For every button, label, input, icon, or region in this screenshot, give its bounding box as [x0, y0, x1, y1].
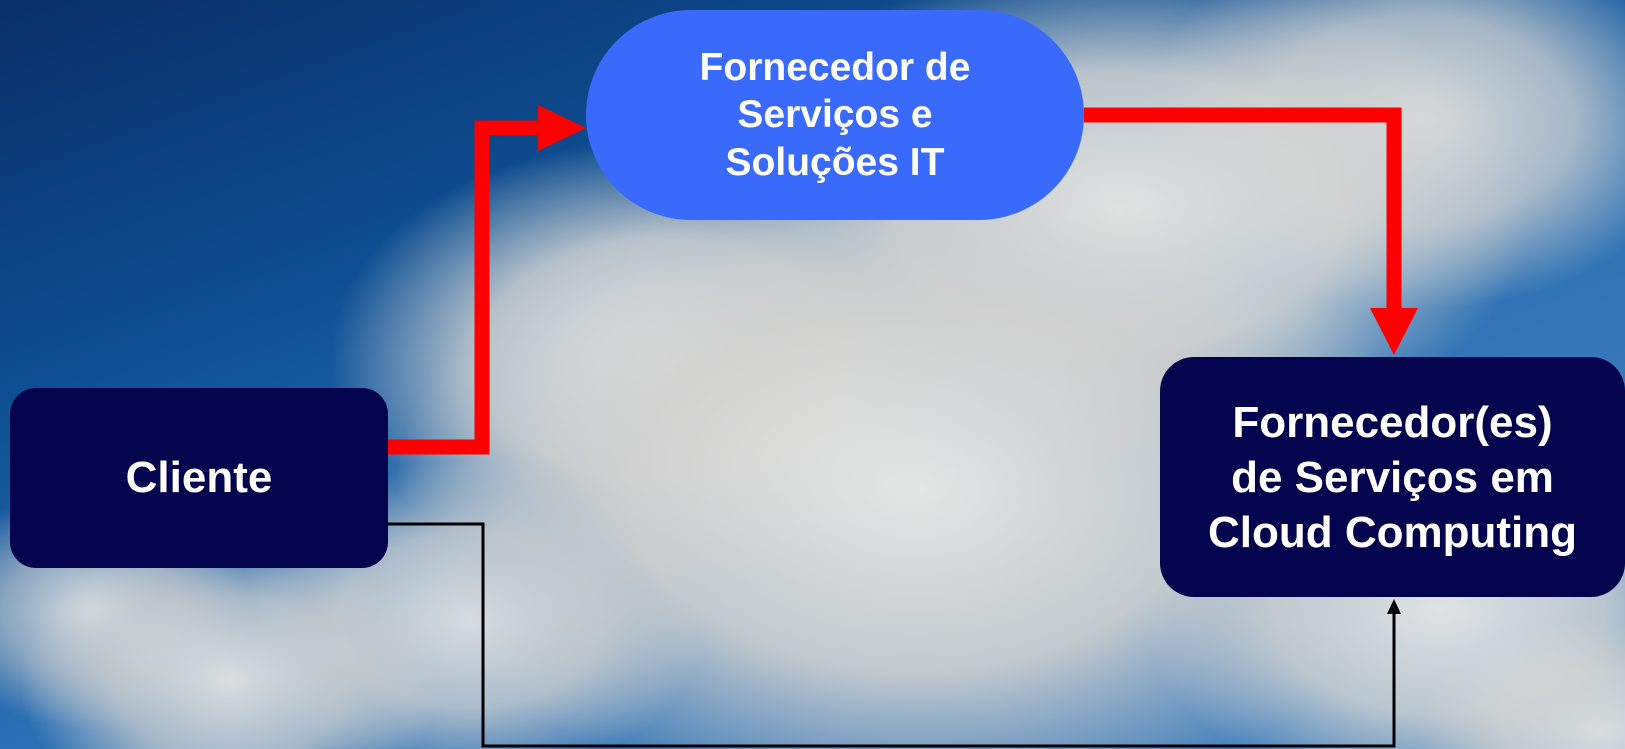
- node-client: Cliente: [10, 388, 388, 568]
- arrowhead-client-to-provider: [538, 105, 586, 151]
- node-it-services-provider: Fornecedor de Serviços e Soluções IT: [586, 10, 1084, 220]
- node-cloud-computing-providers: Fornecedor(es) de Serviços em Cloud Comp…: [1160, 357, 1625, 597]
- edge-client-to-cloud: [388, 522, 1396, 748]
- arrowhead-client-to-cloud: [1387, 599, 1401, 614]
- node-client-label: Cliente: [125, 453, 273, 503]
- edge-provider-to-cloud: [1084, 107, 1402, 310]
- node-cloud-computing-providers-label: Fornecedor(es) de Serviços em Cloud Comp…: [1207, 397, 1577, 557]
- edge-client-to-provider: [388, 120, 540, 455]
- node-it-services-provider-label: Fornecedor de Serviços e Soluções IT: [699, 45, 971, 184]
- arrowhead-provider-to-cloud: [1370, 308, 1418, 355]
